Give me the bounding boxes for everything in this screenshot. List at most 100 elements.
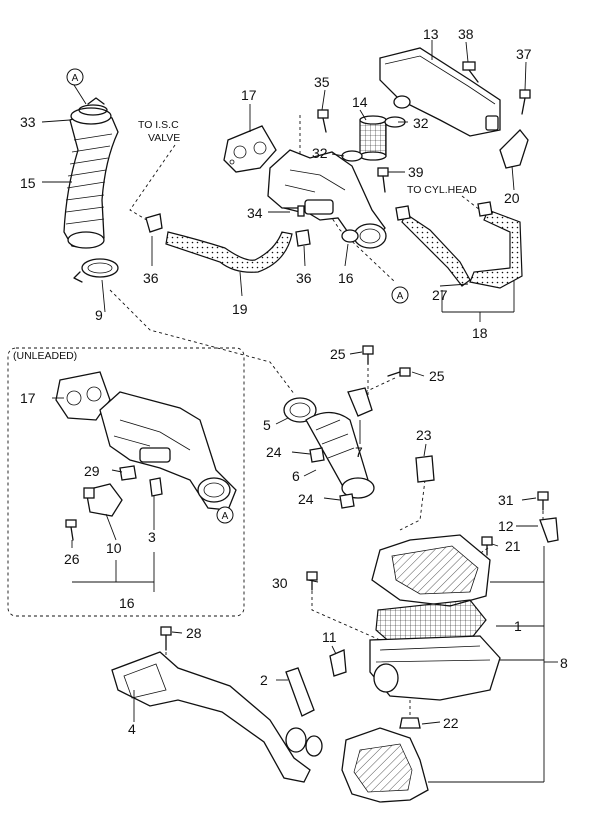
callout-12: 12 xyxy=(498,518,514,534)
note-isc-line2: VALVE xyxy=(148,132,180,144)
callout-16-top: 16 xyxy=(338,270,354,286)
svg-text:A: A xyxy=(222,511,229,522)
callout-17-top: 17 xyxy=(241,87,257,103)
hose-2 xyxy=(285,667,323,757)
dashed-bolt-30 xyxy=(311,585,381,641)
callout-38: 38 xyxy=(458,26,474,42)
marker-a-top-center: A xyxy=(391,286,409,304)
clip-hose-27 xyxy=(395,201,493,221)
bracket-23 xyxy=(415,455,435,483)
dashed-cyl-head xyxy=(461,195,481,211)
resonator-13 xyxy=(379,47,501,137)
callout-8: 8 xyxy=(560,655,568,671)
hose-19 xyxy=(165,231,293,273)
callout-33: 33 xyxy=(20,114,36,130)
air-duct-4 xyxy=(111,626,311,783)
dashed-bolt-25b xyxy=(364,377,396,393)
callout-37: 37 xyxy=(516,46,532,62)
callout-10: 10 xyxy=(106,540,122,556)
callout-26: 26 xyxy=(64,551,80,567)
bolt-38 xyxy=(462,61,479,83)
callout-29: 29 xyxy=(84,463,100,479)
clamp-32-lower xyxy=(341,150,363,162)
callout-20: 20 xyxy=(504,190,520,206)
bolt-30 xyxy=(306,571,318,591)
clamp-24-upper xyxy=(309,447,325,463)
callout-28: 28 xyxy=(186,625,202,641)
bolt-31 xyxy=(537,491,549,511)
svg-text:A: A xyxy=(72,73,79,84)
callout-18: 18 xyxy=(472,325,488,341)
clamp-9 xyxy=(73,258,119,283)
clamp-24-lower xyxy=(339,493,355,509)
callout-11: 11 xyxy=(322,629,337,645)
bolt-25-upper xyxy=(362,345,374,365)
sensor-29 xyxy=(119,465,137,481)
callout-13: 13 xyxy=(423,26,439,42)
sensor-10 xyxy=(83,483,123,517)
callout-36-left: 36 xyxy=(143,270,159,286)
callout-35: 35 xyxy=(314,74,330,90)
leader-lines xyxy=(41,40,558,783)
dashed-isc-line xyxy=(129,144,176,223)
bracket-7 xyxy=(347,387,373,417)
air-cleaner-cover xyxy=(371,534,491,607)
bolt-25-right xyxy=(387,367,411,377)
callout-24-upper: 24 xyxy=(266,444,282,460)
unleaded-box xyxy=(7,347,245,617)
callout-2: 2 xyxy=(260,672,268,688)
callout-5: 5 xyxy=(263,417,271,433)
callout-32-lower: 32 xyxy=(312,145,328,161)
hose-27 xyxy=(401,209,523,289)
callout-25-right: 25 xyxy=(429,368,445,384)
dashed-23 xyxy=(399,479,426,531)
air-duct-lower xyxy=(341,727,429,803)
bracket-20 xyxy=(499,129,529,169)
callout-4: 4 xyxy=(128,721,136,737)
intake-hose-15 xyxy=(63,97,119,249)
callout-25-upper: 25 xyxy=(330,346,346,362)
callout-34: 34 xyxy=(247,205,263,221)
bolt-34 xyxy=(283,205,305,217)
callout-21: 21 xyxy=(505,538,521,554)
grommet-22 xyxy=(399,717,421,729)
clip-36-right xyxy=(295,229,311,247)
callout-1: 1 xyxy=(514,618,522,634)
gasket-17-unleaded xyxy=(55,371,111,421)
marker-a-unleaded: A xyxy=(216,506,234,524)
callout-23: 23 xyxy=(416,427,432,443)
callout-30: 30 xyxy=(272,575,288,591)
intake-manifold-top xyxy=(267,149,387,249)
filter-14 xyxy=(359,115,387,161)
callout-numbers: 33 15 9 17 35 14 13 38 37 32 32 39 20 34… xyxy=(20,26,568,737)
callout-7: 7 xyxy=(355,444,363,460)
bolt-37 xyxy=(519,89,531,115)
callout-24-lower: 24 xyxy=(298,491,314,507)
note-unleaded: (UNLEADED) xyxy=(13,350,77,362)
callout-6: 6 xyxy=(292,468,300,484)
dashed-hose-to-duct xyxy=(109,289,296,396)
callout-39: 39 xyxy=(408,164,424,180)
bolt-39 xyxy=(377,167,389,193)
bolt-26 xyxy=(65,519,77,541)
air-cleaner-body xyxy=(369,635,501,701)
clamp-33 xyxy=(78,104,108,116)
callout-31: 31 xyxy=(498,492,514,508)
bracket-12 xyxy=(539,517,559,543)
callout-15: 15 xyxy=(20,175,36,191)
manifold-unleaded xyxy=(99,391,237,511)
callout-16-unleaded: 16 xyxy=(119,595,135,611)
callout-22: 22 xyxy=(443,715,459,731)
clip-11 xyxy=(329,649,347,677)
callout-3: 3 xyxy=(148,529,156,545)
bolt-21 xyxy=(481,536,493,556)
marker-a-top-left: A xyxy=(66,68,84,86)
callout-32-upper: 32 xyxy=(413,115,429,131)
clip-3 xyxy=(149,477,163,497)
callout-36-right: 36 xyxy=(296,270,312,286)
callout-9: 9 xyxy=(95,307,103,323)
duct-6 xyxy=(305,411,375,499)
bolt-35 xyxy=(317,109,329,133)
note-isc-line1: TO I.S.C xyxy=(138,119,179,131)
